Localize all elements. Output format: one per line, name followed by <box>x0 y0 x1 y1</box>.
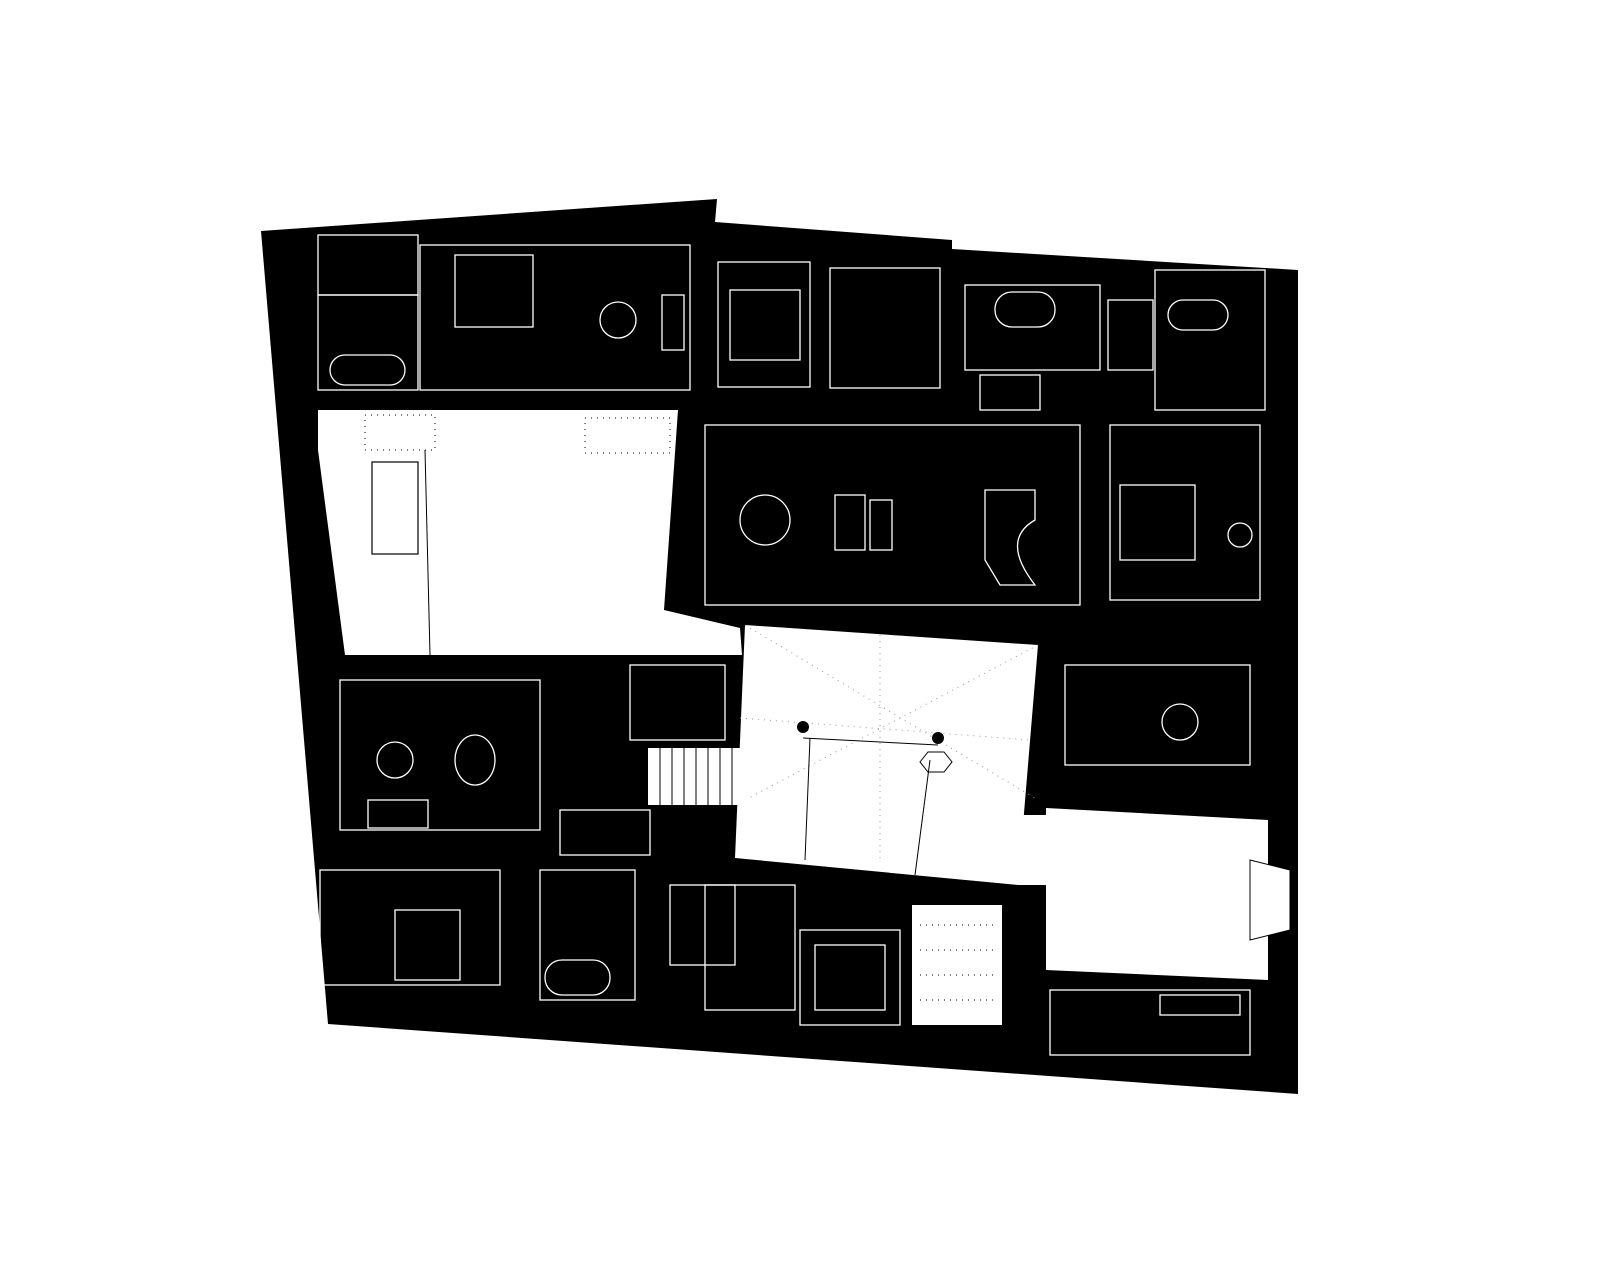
stairs <box>648 748 750 805</box>
courtyard-beam-2 <box>804 737 811 861</box>
central-courtyard <box>735 625 1038 885</box>
small-court <box>912 905 1002 1025</box>
hall-entry <box>1018 815 1046 885</box>
courtyard-beam <box>802 737 939 746</box>
column <box>932 732 944 744</box>
courtyard-vault-lines <box>739 624 1039 860</box>
right-hall <box>1046 808 1268 980</box>
hall-bay <box>1249 859 1291 941</box>
courtyard-edge <box>424 449 431 656</box>
courtyard-bench <box>371 461 419 555</box>
column <box>797 721 809 733</box>
courtyard-steps-left <box>364 414 671 454</box>
stair-treads <box>659 748 733 805</box>
column-octagon <box>919 751 953 773</box>
courtyard-beam-3 <box>914 759 931 876</box>
upper-courtyard <box>318 410 742 655</box>
small-court-grid <box>920 924 995 1001</box>
room-outlines <box>317 234 1266 1056</box>
